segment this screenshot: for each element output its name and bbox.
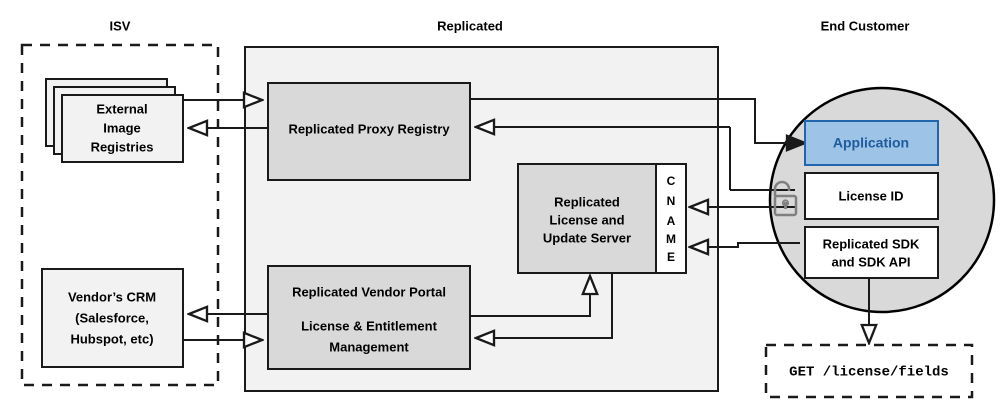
vendors-crm-label-line-1: Vendor’s CRM — [68, 289, 156, 304]
swimlane-title-replicated: Replicated — [437, 18, 503, 33]
conn-license-server-to-vendor-portal — [476, 272, 613, 338]
application-box — [804, 120, 939, 166]
vendor-portal-label-line-2: License & Entitlement — [301, 318, 437, 333]
replicated-sdk-label-line-1: Replicated SDK — [823, 236, 920, 251]
external-image-registries-node[interactable]: External Image Registries — [45, 78, 184, 163]
vendors-crm-label-line-3: Hubspot, etc) — [70, 331, 153, 346]
cname-letter-m: M — [666, 232, 676, 246]
cname-letter-a: A — [667, 214, 676, 228]
external-image-registries-label-line-2: Image — [103, 120, 141, 135]
replicated-proxy-registry-node[interactable]: Replicated Proxy Registry — [267, 82, 471, 181]
external-image-registries-label-line-3: Registries — [91, 139, 154, 154]
license-id-label: License ID — [838, 188, 903, 203]
cname-letter-e: E — [667, 250, 675, 264]
api-request-label: GET /license/fields — [789, 365, 949, 381]
conn-vendor-portal-to-license-server — [470, 276, 590, 317]
external-image-registries-label-line-1: External — [96, 101, 147, 116]
api-request-node[interactable]: GET /license/fields — [764, 343, 974, 399]
replicated-license-update-server-node[interactable]: Replicated License and Update Server — [517, 163, 657, 274]
vendor-portal-label-line-1: Replicated Vendor Portal — [292, 284, 446, 299]
replicated-proxy-registry-box — [267, 82, 471, 181]
license-id-box — [804, 172, 939, 220]
license-server-label-line-2: License and — [549, 212, 624, 227]
replicated-sdk-node[interactable]: Replicated SDK and SDK API — [804, 226, 939, 279]
vendors-crm-box — [41, 268, 184, 368]
replicated-vendor-portal-node[interactable]: Replicated Vendor Portal License & Entit… — [267, 265, 471, 370]
isv-boundary — [20, 43, 220, 387]
cname-letter-c: C — [667, 174, 676, 188]
unlocked-padlock-icon — [773, 180, 798, 217]
replicated-sdk-label-line-2: and SDK API — [832, 254, 911, 269]
external-image-registries-stack-front — [61, 94, 184, 163]
license-server-label-line-1: Replicated — [554, 194, 620, 209]
api-request-dashed-box — [764, 343, 974, 399]
cname-node[interactable]: C N A M E — [655, 163, 687, 274]
conn-proxy-to-application — [470, 98, 805, 143]
vendor-portal-label-line-3: Management — [329, 339, 409, 354]
conn-sdk-to-cname — [690, 243, 800, 247]
replicated-proxy-registry-label: Replicated Proxy Registry — [288, 121, 450, 136]
replicated-sdk-box — [804, 226, 939, 279]
swimlane-title-end-customer: End Customer — [821, 18, 910, 33]
cname-box — [655, 163, 687, 274]
application-label: Application — [833, 135, 909, 151]
license-id-node[interactable]: License ID — [804, 172, 939, 220]
replicated-vendor-portal-box — [267, 265, 471, 370]
swimlane-title-isv: ISV — [110, 18, 131, 33]
license-server-label-line-3: Update Server — [543, 230, 631, 245]
vendors-crm-node[interactable]: Vendor’s CRM (Salesforce, Hubspot, etc) — [41, 268, 184, 368]
vendors-crm-label-line-2: (Salesforce, — [75, 310, 149, 325]
application-node[interactable]: Application — [804, 120, 939, 166]
cname-letter-n: N — [667, 194, 676, 208]
